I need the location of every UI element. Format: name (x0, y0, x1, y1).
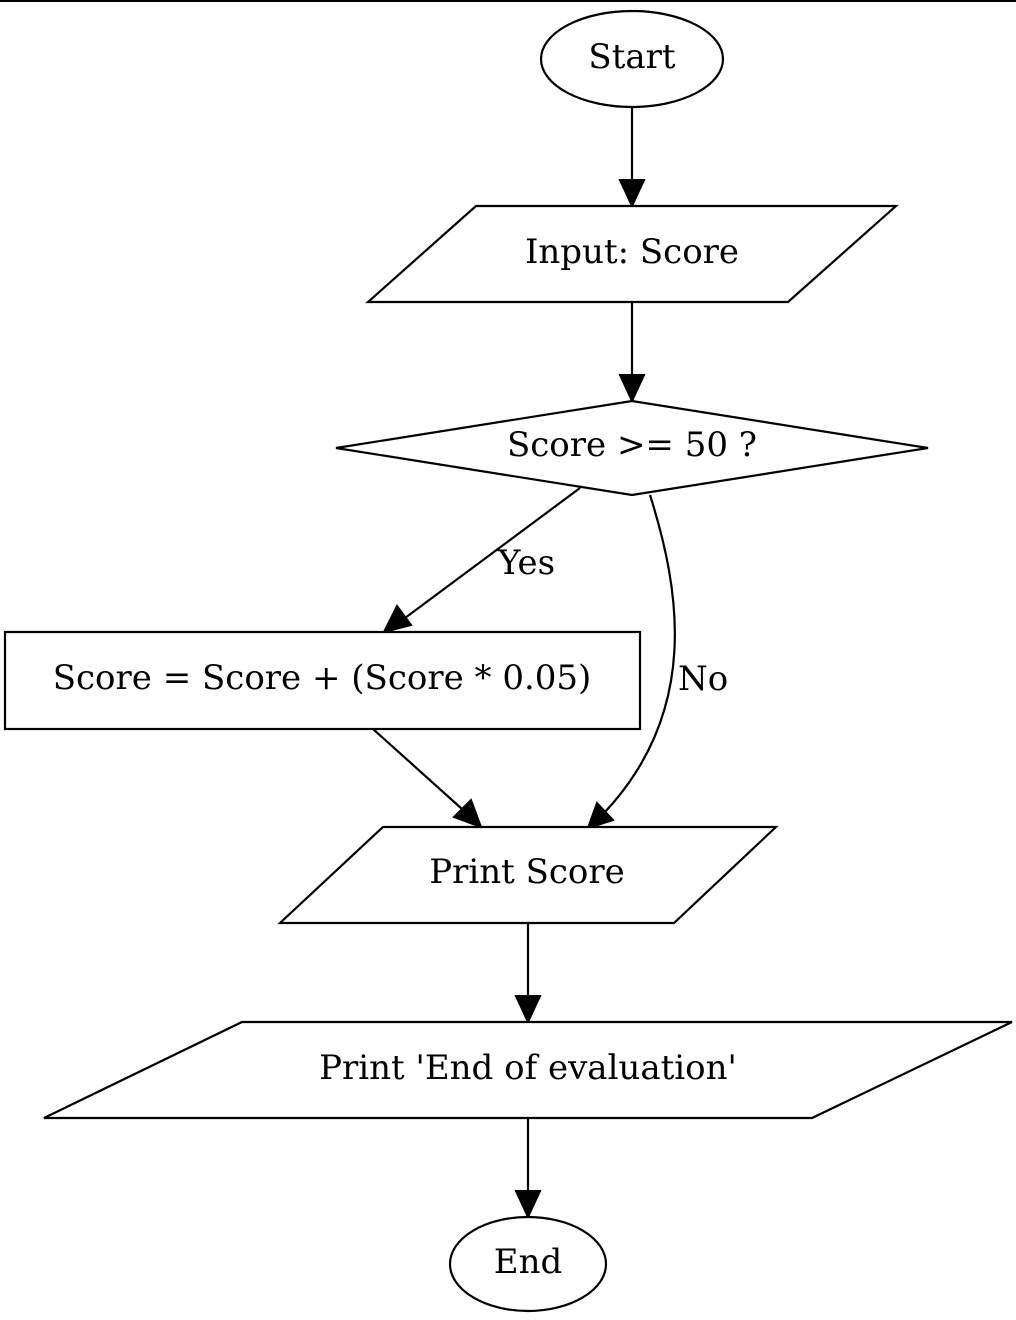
node-print-end-label: Print 'End of evaluation' (319, 1048, 737, 1088)
node-decision-label: Score >= 50 ? (507, 425, 757, 465)
edge-decision-to-print-score-no (586, 494, 676, 830)
edge-process-to-print-score (372, 728, 483, 829)
node-print-score: Print Score (277, 825, 779, 925)
edge-decision-to-process-yes (382, 487, 581, 634)
node-decision: Score >= 50 ? (335, 399, 929, 497)
node-input-score: Input: Score (365, 204, 899, 304)
node-print-score-label: Print Score (429, 852, 625, 892)
edge-label-yes: Yes (497, 543, 555, 583)
edge-print-end-to-end (514, 1118, 542, 1220)
node-process: Score = Score + (Score * 0.05) (3, 630, 642, 731)
node-process-label: Score = Score + (Score * 0.05) (53, 658, 592, 698)
edge-print-score-to-print-end (514, 923, 542, 1025)
node-print-end: Print 'End of evaluation' (43, 1020, 1013, 1120)
node-end: End (448, 1215, 608, 1313)
edge-start-to-input (618, 107, 646, 209)
flowchart-edges (372, 107, 676, 1220)
top-border-line (0, 0, 1016, 2)
node-start-label: Start (588, 37, 675, 77)
node-end-label: End (494, 1242, 562, 1282)
node-input-score-label: Input: Score (525, 232, 739, 272)
node-start: Start (539, 9, 725, 109)
edge-input-to-decision (618, 302, 646, 404)
edge-label-no: No (678, 659, 728, 699)
